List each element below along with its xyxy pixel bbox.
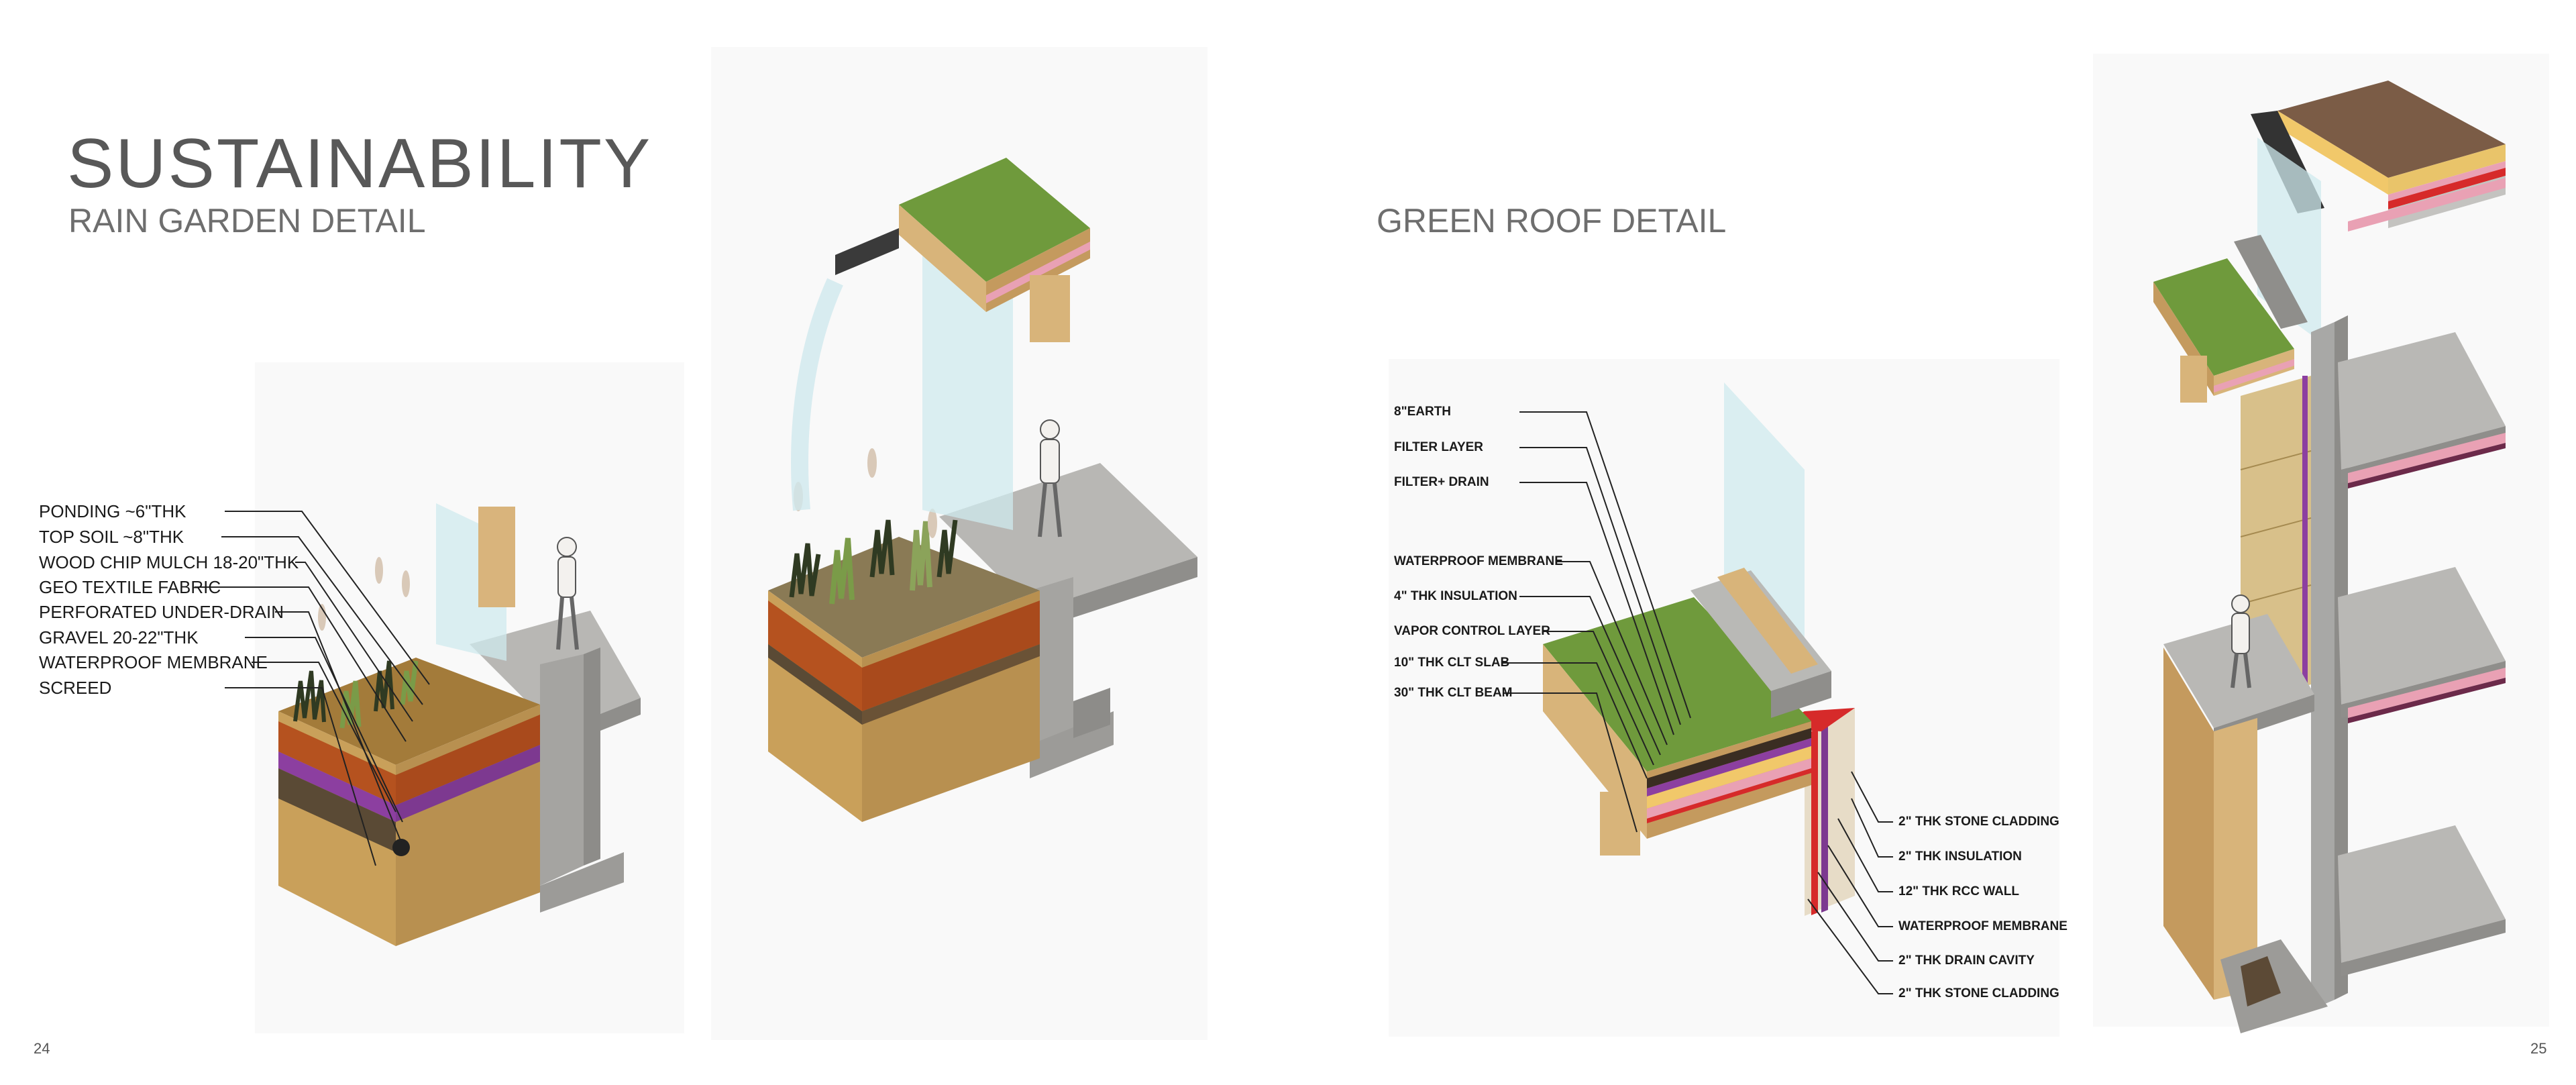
rg-label-gravel: GRAVEL 20-22"THK — [39, 627, 199, 648]
green-roof-heading: GREEN ROOF DETAIL — [1377, 202, 1727, 240]
rg-label-wood-chip-mulch: WOOD CHIP MULCH 18-20"THK — [39, 552, 299, 572]
gr-label-waterproof-membrane: WATERPROOF MEMBRANE — [1394, 554, 1563, 568]
green-roof-leaders-right — [1807, 771, 1893, 994]
gr-label-wall-insulation: 2" THK INSULATION — [1898, 849, 2022, 864]
gr-label-rcc-wall: 12" THK RCC WALL — [1898, 884, 2020, 898]
green-roof-section-drawing — [2153, 81, 2506, 1033]
gr-label-drain-cavity: 2" THK DRAIN CAVITY — [1898, 953, 2035, 968]
gr-label-filter-drain: FILTER+ DRAIN — [1394, 475, 1489, 489]
gr-label-earth: 8"EARTH — [1394, 405, 1452, 419]
rain-garden-leaders — [195, 511, 430, 866]
page-number-right: 25 — [2530, 1040, 2547, 1057]
gr-label-clt-slab: 10" THK CLT SLAB — [1394, 656, 1510, 670]
rain-garden-block-large — [768, 158, 1197, 822]
gr-label-filter-layer: FILTER LAYER — [1394, 440, 1484, 454]
rg-label-screed: SCREED — [39, 678, 112, 698]
gr-label-stone-cladding-bottom: 2" THK STONE CLADDING — [1898, 986, 2059, 1000]
rain-garden-block-small — [278, 503, 641, 946]
rg-label-geo-textile: GEO TEXTILE FABRIC — [39, 577, 221, 597]
gr-label-insulation: 4" THK INSULATION — [1394, 589, 1517, 603]
gr-label-stone-cladding-top: 2" THK STONE CLADDING — [1898, 815, 2059, 829]
rg-label-ponding: PONDING ~6"THK — [39, 501, 186, 521]
page-number-left: 24 — [34, 1040, 50, 1057]
gr-label-clt-beam: 30" THK CLT BEAM — [1394, 686, 1513, 700]
rg-label-under-drain: PERFORATED UNDER-DRAIN — [39, 602, 284, 622]
green-roof-detail-drawing — [1543, 382, 1855, 916]
page-title: SUSTAINABILITY — [67, 125, 653, 203]
rain-garden-heading: RAIN GARDEN DETAIL — [68, 202, 426, 240]
rg-label-top-soil: TOP SOIL ~8"THK — [39, 527, 184, 547]
gr-label-vapor-control: VAPOR CONTROL LAYER — [1394, 624, 1550, 638]
rg-label-waterproof-membrane: WATERPROOF MEMBRANE — [39, 652, 268, 672]
gr-label-wall-waterproof-membrane: WATERPROOF MEMBRANE — [1898, 919, 2068, 933]
green-roof-leaders-left — [1503, 411, 1691, 833]
